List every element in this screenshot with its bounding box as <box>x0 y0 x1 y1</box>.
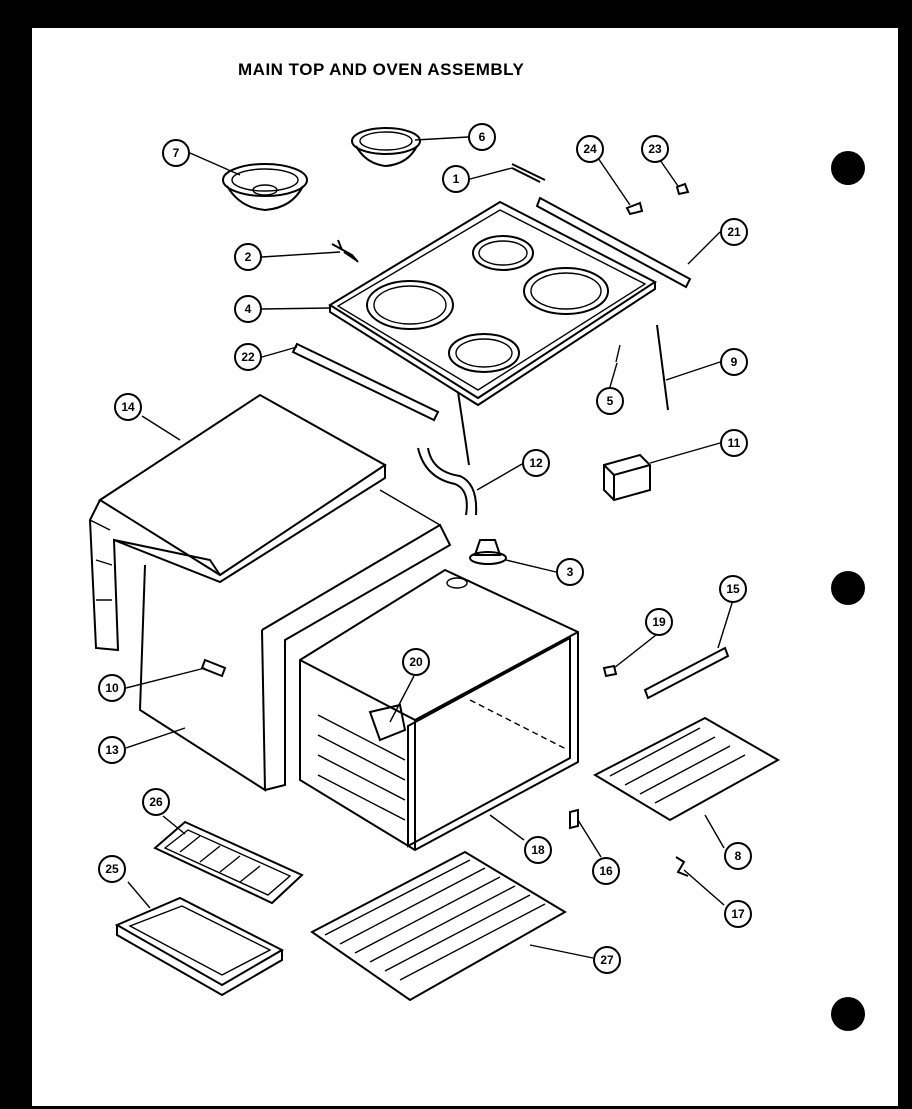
part-bracket-11 <box>603 453 651 502</box>
callout-9: 9 <box>720 348 748 376</box>
callout-label: 9 <box>731 355 738 369</box>
part-broiler-pan-25 <box>114 896 285 997</box>
part-broiler-grid-26 <box>153 820 304 905</box>
callout-label: 24 <box>583 142 597 156</box>
callout-label: 7 <box>173 146 180 160</box>
part-insulation-blanket-14 <box>88 393 387 652</box>
callout-label: 19 <box>652 615 666 629</box>
callout-label: 8 <box>735 849 742 863</box>
callout-label: 11 <box>728 436 741 450</box>
binder-hole-middle <box>831 571 865 605</box>
callout-25: 25 <box>98 855 126 883</box>
part-spring-5 <box>615 344 621 363</box>
callout-15: 15 <box>719 575 747 603</box>
callout-16: 16 <box>592 857 620 885</box>
callout-label: 18 <box>531 843 545 857</box>
diagram-title: MAIN TOP AND OVEN ASSEMBLY <box>238 60 525 79</box>
callout-label: 26 <box>149 795 163 809</box>
part-clip-23 <box>675 182 690 196</box>
callout-label: 4 <box>245 302 252 316</box>
part-bracket-20 <box>368 703 407 742</box>
part-clip-10 <box>200 658 227 678</box>
callout-label: 2 <box>245 250 252 264</box>
callout-24: 24 <box>576 135 604 163</box>
callout-18: 18 <box>524 836 552 864</box>
callout-4: 4 <box>234 295 262 323</box>
binder-hole-top <box>831 151 865 185</box>
binder-hole-bottom <box>831 997 865 1031</box>
callout-3: 3 <box>556 558 584 586</box>
part-clip-16 <box>569 808 579 830</box>
callout-label: 13 <box>105 743 119 757</box>
callout-10: 10 <box>98 674 126 702</box>
part-trim-22 <box>291 342 440 422</box>
callout-label: 17 <box>731 907 745 921</box>
part-clip-19 <box>602 664 618 678</box>
callout-6: 6 <box>468 123 496 151</box>
callout-26: 26 <box>142 788 170 816</box>
part-rod-9 <box>656 324 669 411</box>
callout-1: 1 <box>442 165 470 193</box>
callout-label: 1 <box>453 172 460 186</box>
part-bake-element-8 <box>592 716 781 822</box>
part-hinge-2 <box>331 239 359 263</box>
part-drip-bowl-small <box>351 127 421 168</box>
part-rod-front <box>457 391 470 466</box>
callout-label: 12 <box>529 456 543 470</box>
part-tube-12 <box>417 447 478 516</box>
callout-2: 2 <box>234 243 262 271</box>
callout-20: 20 <box>402 648 430 676</box>
part-clip-17 <box>675 856 689 877</box>
part-vent-3 <box>469 539 507 565</box>
part-trim-21 <box>535 196 692 289</box>
part-oven-rack-27 <box>310 850 567 1002</box>
callout-17: 17 <box>724 900 752 928</box>
callout-5: 5 <box>596 387 624 415</box>
callout-19: 19 <box>645 608 673 636</box>
callout-7: 7 <box>162 139 190 167</box>
callout-11: 11 <box>720 429 748 457</box>
callout-label: 23 <box>648 142 662 156</box>
part-bracket-24 <box>625 201 644 216</box>
part-drip-bowl-large <box>222 163 308 212</box>
callout-13: 13 <box>98 736 126 764</box>
callout-label: 22 <box>241 350 255 364</box>
callout-label: 15 <box>726 582 740 596</box>
callout-label: 14 <box>121 400 135 414</box>
callout-label: 5 <box>607 394 614 408</box>
part-insulation-side-13 <box>138 489 452 792</box>
callout-23: 23 <box>641 135 669 163</box>
callout-27: 27 <box>593 946 621 974</box>
callout-label: 21 <box>727 225 741 239</box>
callout-label: 20 <box>409 655 423 669</box>
callout-label: 27 <box>600 953 614 967</box>
part-rack-support-15 <box>643 646 730 700</box>
part-clip-1 <box>511 163 546 183</box>
leader-lines <box>125 136 734 959</box>
callout-label: 25 <box>105 862 119 876</box>
parts-sheet <box>32 28 898 1106</box>
callout-8: 8 <box>724 842 752 870</box>
part-oven-liner-18 <box>299 568 579 852</box>
callout-label: 6 <box>479 130 486 144</box>
callout-14: 14 <box>114 393 142 421</box>
callout-label: 10 <box>105 681 119 695</box>
callout-21: 21 <box>720 218 748 246</box>
callout-label: 3 <box>567 565 574 579</box>
callout-12: 12 <box>522 449 550 477</box>
callout-22: 22 <box>234 343 262 371</box>
part-main-top <box>328 200 657 407</box>
callout-label: 16 <box>599 864 613 878</box>
